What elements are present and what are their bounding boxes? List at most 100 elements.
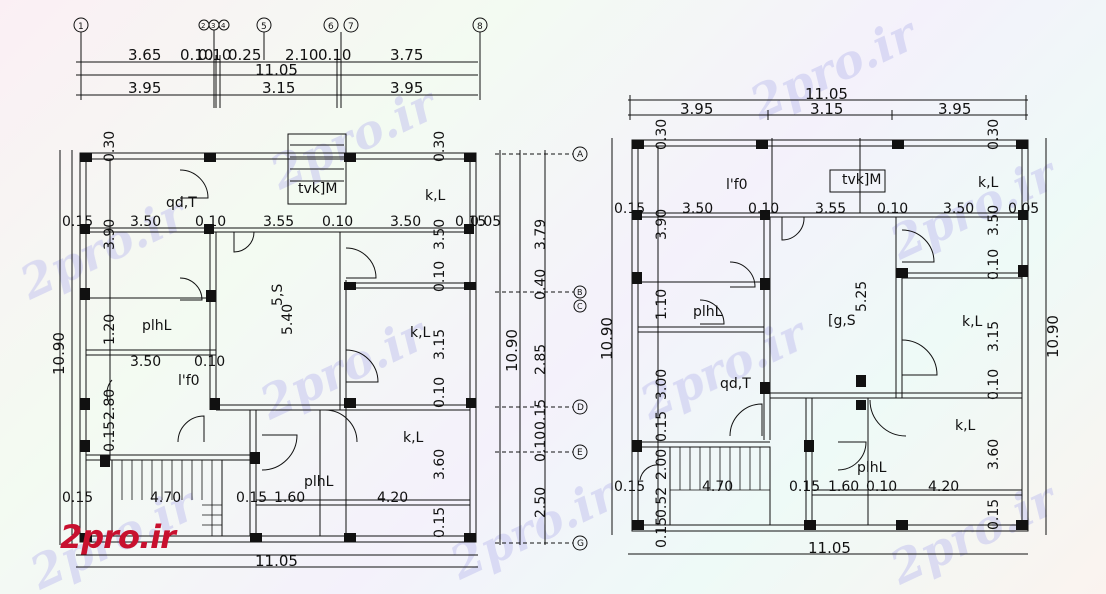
dim-label: 3.90 xyxy=(654,209,670,240)
room-label: 5,S xyxy=(270,284,286,306)
dim-total: 10.90 xyxy=(1044,315,1062,358)
dim-label: 3.15 xyxy=(986,321,1002,352)
dim-label: 0.15 xyxy=(432,507,448,538)
room-label: tvk]M xyxy=(298,181,337,197)
room-label: qd,T xyxy=(166,195,197,211)
room-label: k,L xyxy=(425,188,446,204)
dim-label: 0.10 xyxy=(533,431,549,462)
dim-label: 3.90 xyxy=(102,219,118,250)
dim-label: 0.10 xyxy=(318,46,351,64)
dim-total: 11.05 xyxy=(808,539,851,557)
dim-label: 1.10 xyxy=(654,289,670,320)
dim-label: 3.15 xyxy=(432,329,448,360)
dim-label: 3.95 xyxy=(390,79,423,97)
grid-label: 2 xyxy=(201,22,205,30)
grid-label: 3 xyxy=(211,22,215,30)
row-label: D xyxy=(577,403,584,413)
dim-label: 2.50 xyxy=(533,487,549,518)
dim-label: 0.15 xyxy=(102,421,118,452)
room-label: k,L xyxy=(978,175,999,191)
grid-label: 4 xyxy=(221,22,226,30)
dim-label: 3.95 xyxy=(938,100,971,118)
dim-label: 4.70 xyxy=(702,479,733,495)
left-floor-plan xyxy=(59,17,588,568)
dim-label: 0.10 xyxy=(866,479,897,495)
dim-total: 11.05 xyxy=(805,85,848,103)
grid-label: 1 xyxy=(78,22,84,32)
room-label: k,L xyxy=(403,430,424,446)
grid-label: 7 xyxy=(348,22,354,32)
dim-label: 3.50 xyxy=(986,205,1002,236)
dim-label: 3.50 xyxy=(130,354,161,370)
room-label: plhL xyxy=(693,304,723,320)
dim-label: 4.20 xyxy=(928,479,959,495)
dim-label: 0.10 xyxy=(986,369,1002,400)
dim-label: 0.10 xyxy=(198,46,231,64)
dim-label: 0.52 xyxy=(654,487,670,518)
dim-label: 0.10 xyxy=(432,377,448,408)
dim-label: 0.05 xyxy=(1008,201,1039,217)
dim-label: 0.15 xyxy=(986,499,1002,530)
dim-label: 3.00 xyxy=(654,369,670,400)
dim-label: 3.95 xyxy=(128,79,161,97)
left-plan-labels: 1 2 3 4 5 6 7 8 3.65 0.10 0.10 0.25 2.10… xyxy=(50,22,584,570)
dim-label: 0.10 xyxy=(180,46,213,64)
dim-label: 3.50 xyxy=(943,201,974,217)
dim-label: 3.60 xyxy=(432,449,448,480)
row-label: G xyxy=(577,539,584,549)
dim-label: 0.15 xyxy=(62,490,93,506)
grid-label: 8 xyxy=(477,22,483,32)
dim-label: 3.75 xyxy=(390,46,423,64)
dim-total: 11.05 xyxy=(255,552,298,570)
dim-label: 2.80 xyxy=(102,389,118,420)
grid-bubbles-right xyxy=(495,146,588,551)
dim-label: 3.55 xyxy=(815,201,846,217)
dim-label: 3.95 xyxy=(680,100,713,118)
dim-label: 0.30 xyxy=(986,119,1002,150)
dim-label: 3.50 xyxy=(390,214,421,230)
dim-label: 0.15 xyxy=(654,517,670,548)
room-label: 5.25 xyxy=(854,281,870,312)
room-label: qd,T xyxy=(720,376,751,392)
grid-label: 6 xyxy=(328,22,334,32)
dim-label: 1.60 xyxy=(274,490,305,506)
watermark: 2pro.ir xyxy=(251,305,438,430)
dim-label: 0.15 xyxy=(455,214,486,230)
dim-label: 1.20 xyxy=(102,314,118,345)
dim-label: 0.40 xyxy=(533,269,549,300)
dim-label: 0.30 xyxy=(102,131,118,162)
dim-label: 0.25 xyxy=(228,46,261,64)
dim-total: 11.05 xyxy=(255,61,298,79)
grid-label: 5 xyxy=(261,22,267,32)
columns xyxy=(632,140,1028,530)
dim-label: 0.15 xyxy=(533,399,549,430)
dim-label: 0.10 xyxy=(194,354,225,370)
dim-label: 0.30 xyxy=(432,131,448,162)
dim-total: 10.90 xyxy=(50,332,68,375)
dim-label: 0.10 xyxy=(195,214,226,230)
dim-label: 3.55 xyxy=(263,214,294,230)
dim-label: 3.60 xyxy=(986,439,1002,470)
dim-label: 4.20 xyxy=(377,490,408,506)
dim-label: 2.85 xyxy=(533,344,549,375)
row-label: A xyxy=(577,150,584,160)
right-plan-labels: 11.05 3.95 3.15 3.95 11.05 10.90 10.90 l… xyxy=(598,85,1062,557)
columns xyxy=(80,153,476,542)
dim-label: 3.79 xyxy=(533,219,549,250)
room-label: l'f0 xyxy=(726,177,748,193)
dim-label: 3.50 xyxy=(682,201,713,217)
dim-label: 0.05 xyxy=(470,214,501,230)
dim-label: 2.10 xyxy=(285,46,318,64)
dim-label: 0.10 xyxy=(322,214,353,230)
dim-label: 0.10 xyxy=(877,201,908,217)
row-label: E xyxy=(577,448,583,458)
dim-label: 1.60 xyxy=(828,479,859,495)
room-label: k,L xyxy=(962,314,983,330)
right-floor-plan xyxy=(611,95,1047,555)
dim-label: 0.15 xyxy=(789,479,820,495)
room-label: plhL xyxy=(857,460,887,476)
dim-label: 0.15 xyxy=(654,411,670,442)
dim-label: 3.50 xyxy=(432,219,448,250)
